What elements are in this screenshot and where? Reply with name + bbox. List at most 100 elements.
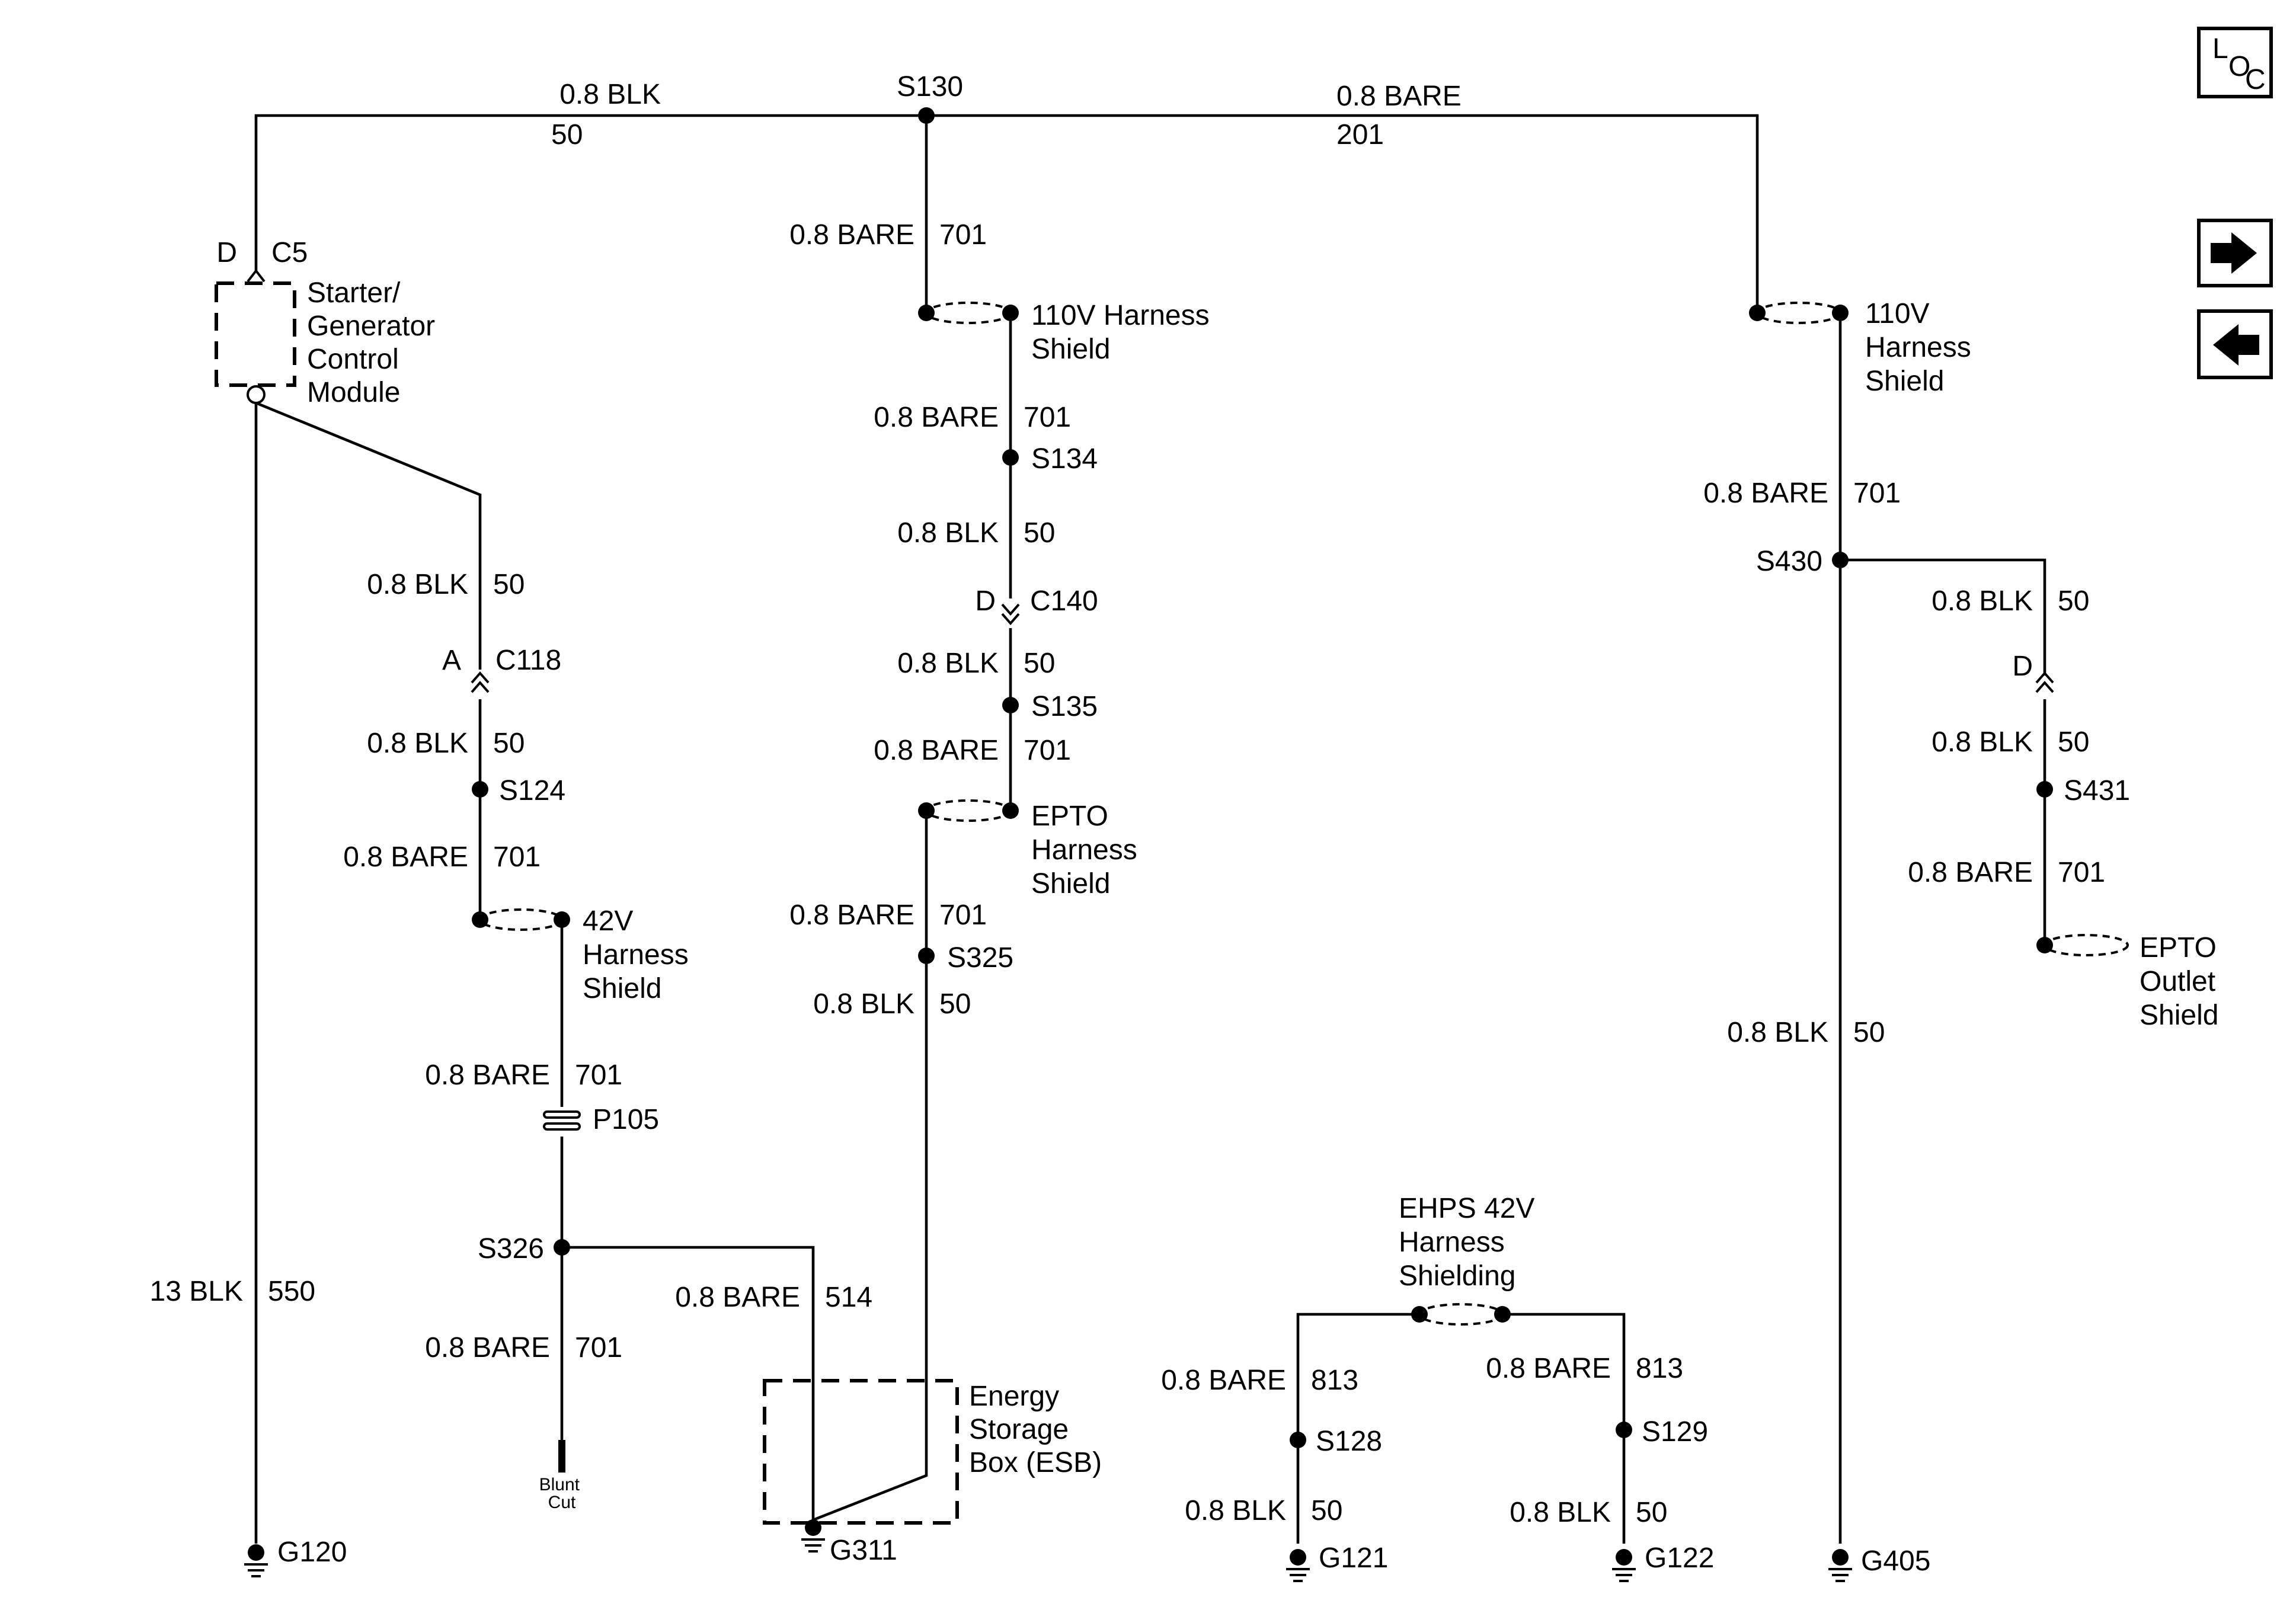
connector-label: P105 <box>593 1104 659 1135</box>
c140-connector-icon <box>1001 603 1020 616</box>
wire-size-label: 0.8 BARE <box>789 900 914 931</box>
p105-connector-icon <box>543 1110 581 1119</box>
wire-circuit-label: 50 <box>551 119 583 151</box>
wire-circuit-label: 701 <box>1024 735 1071 766</box>
wire-circuit-label: 813 <box>1636 1353 1683 1384</box>
arrow-right-icon <box>2211 232 2257 274</box>
shield-ehps-label: EHPS 42V Harness Shielding <box>1399 1193 1543 1292</box>
splice-label: S431 <box>2064 775 2130 806</box>
wire-sgcm-c118 <box>255 401 482 670</box>
wire-circuit-label: 50 <box>1024 517 1055 549</box>
wire-size-label: 0.8 BLK <box>813 988 914 1020</box>
sgcm-label: Starter/ Generator Control Module <box>307 277 443 408</box>
splice-dots <box>472 107 2053 1448</box>
connector-pin-label: D <box>975 585 996 617</box>
splice-label: S325 <box>947 942 1013 974</box>
wire-circuit-label: 701 <box>575 1060 622 1091</box>
wire-size-label: 0.8 BLK <box>367 569 468 600</box>
s130-dot <box>918 107 935 124</box>
wire-size-label: 0.8 BARE <box>874 402 999 433</box>
wire-size-label: 0.8 BLK <box>897 648 999 679</box>
ground-label: G122 <box>1645 1542 1714 1574</box>
ground-label: G120 <box>277 1537 347 1568</box>
g405-ground-icon <box>1828 1549 1852 1582</box>
shield-epto-symbol <box>925 799 1012 822</box>
shield-110v-a-symbol <box>925 302 1012 324</box>
connector-label: C118 <box>495 645 561 676</box>
s129-dot <box>1616 1422 1632 1438</box>
forward-button[interactable] <box>2197 219 2273 287</box>
c118-connector-icon <box>471 671 490 684</box>
wire-epto-esb <box>813 811 928 1522</box>
splice-label: S134 <box>1031 443 1098 475</box>
connector-symbols <box>247 268 2054 1473</box>
wire-size-label: 13 BLK <box>150 1276 243 1307</box>
arrow-left-icon <box>2213 324 2259 366</box>
wire-circuit-label: 701 <box>939 219 987 251</box>
component-labels: Starter/ Generator Control Module Energy… <box>307 277 2224 1512</box>
splice-labels: S130 S134 S135 S325 S124 S326 S430 S431 … <box>478 71 2130 1457</box>
wire-circuit-label: 701 <box>2058 857 2105 888</box>
s124-dot <box>472 781 488 798</box>
loc-button[interactable]: L O C <box>2197 27 2273 98</box>
shield-ehps-symbol <box>1418 1303 1504 1326</box>
shield-42v-symbol <box>479 908 563 931</box>
wire-size-label: 0.8 BARE <box>1703 478 1828 509</box>
connector-label: C5 <box>271 237 308 268</box>
wire-circuit-label: 50 <box>1311 1495 1342 1526</box>
sgcm-pin-circle-icon <box>247 385 266 404</box>
wire-size-label: 0.8 BARE <box>874 735 999 766</box>
ground-symbols <box>244 1519 1852 1582</box>
esb-label: Energy Storage Box (ESB) <box>969 1381 1102 1478</box>
wire-circuit-label: 813 <box>1311 1365 1358 1396</box>
wire-circuit-label: 50 <box>493 569 525 600</box>
s431-dot <box>2036 781 2053 798</box>
connector-pin-label: A <box>442 645 461 676</box>
g311-ground-icon <box>801 1519 825 1553</box>
loc-letter: L <box>2212 33 2228 65</box>
shield-symbols <box>479 302 2129 1326</box>
shield-110v-a-label: 110V Harness Shield <box>1031 300 1217 365</box>
ground-label: G405 <box>1861 1545 1930 1577</box>
back-button[interactable] <box>2197 309 2273 379</box>
shield-epto-outlet-label: EPTO Outlet Shield <box>2140 932 2224 1031</box>
wire-size-label: 0.8 BARE <box>343 841 468 873</box>
ground-labels: G120 G311 G121 G122 G405 <box>277 1535 1930 1577</box>
top-bus-wire <box>254 114 1759 313</box>
wire-circuit-label: 50 <box>1853 1017 1885 1048</box>
wire-circuit-label: 50 <box>493 728 525 759</box>
wire-ehps-left <box>1296 1313 1419 1544</box>
wire-ehps-right <box>1502 1313 1626 1544</box>
wire-size-label: 0.8 BARE <box>1336 81 1462 112</box>
wire-size-label: 0.8 BARE <box>675 1282 800 1313</box>
wire-circuit-label: 701 <box>493 841 541 873</box>
shield-epto-label: EPTO Harness Shield <box>1031 801 1145 900</box>
s430-dot <box>1832 552 1849 568</box>
wire-circuit-label: 201 <box>1336 119 1384 151</box>
wire-circuit-label: 550 <box>268 1276 315 1307</box>
s326-dot <box>554 1239 570 1256</box>
wire-size-label: 0.8 BLK <box>897 517 999 549</box>
wire-circuit-label: 701 <box>1853 478 1901 509</box>
wire-circuit-label: 50 <box>939 988 971 1020</box>
wire-size-label: 0.8 BARE <box>425 1332 550 1363</box>
s135-dot <box>1002 697 1019 713</box>
wire-size-label: 0.8 BLK <box>559 79 661 110</box>
wire-circuit-label: 50 <box>2058 585 2089 617</box>
connector-labels: D C5 A C118 D C140 D P105 <box>216 237 2033 1135</box>
s128-dot <box>1290 1432 1306 1448</box>
wire-size-label: 0.8 BLK <box>1510 1497 1611 1528</box>
loc-letter: C <box>2245 64 2266 95</box>
wire-s326-esb <box>562 1246 815 1520</box>
shield-110v-b-symbol <box>1756 302 1841 324</box>
connector-label: C140 <box>1030 585 1098 617</box>
esb-box <box>763 1379 959 1525</box>
splice-label: S128 <box>1316 1426 1382 1457</box>
wire-size-label: 0.8 BARE <box>1486 1353 1611 1384</box>
blunt-cut-icon <box>558 1440 565 1473</box>
wire-circuit-label: 50 <box>1636 1497 1667 1528</box>
wire-labels: 0.8 BLK 50 0.8 BARE 201 0.8 BARE 701 0.8… <box>150 79 2106 1528</box>
s134-dot <box>1002 449 1019 466</box>
splice-label: S326 <box>478 1233 544 1265</box>
sgcm-box <box>215 281 296 387</box>
